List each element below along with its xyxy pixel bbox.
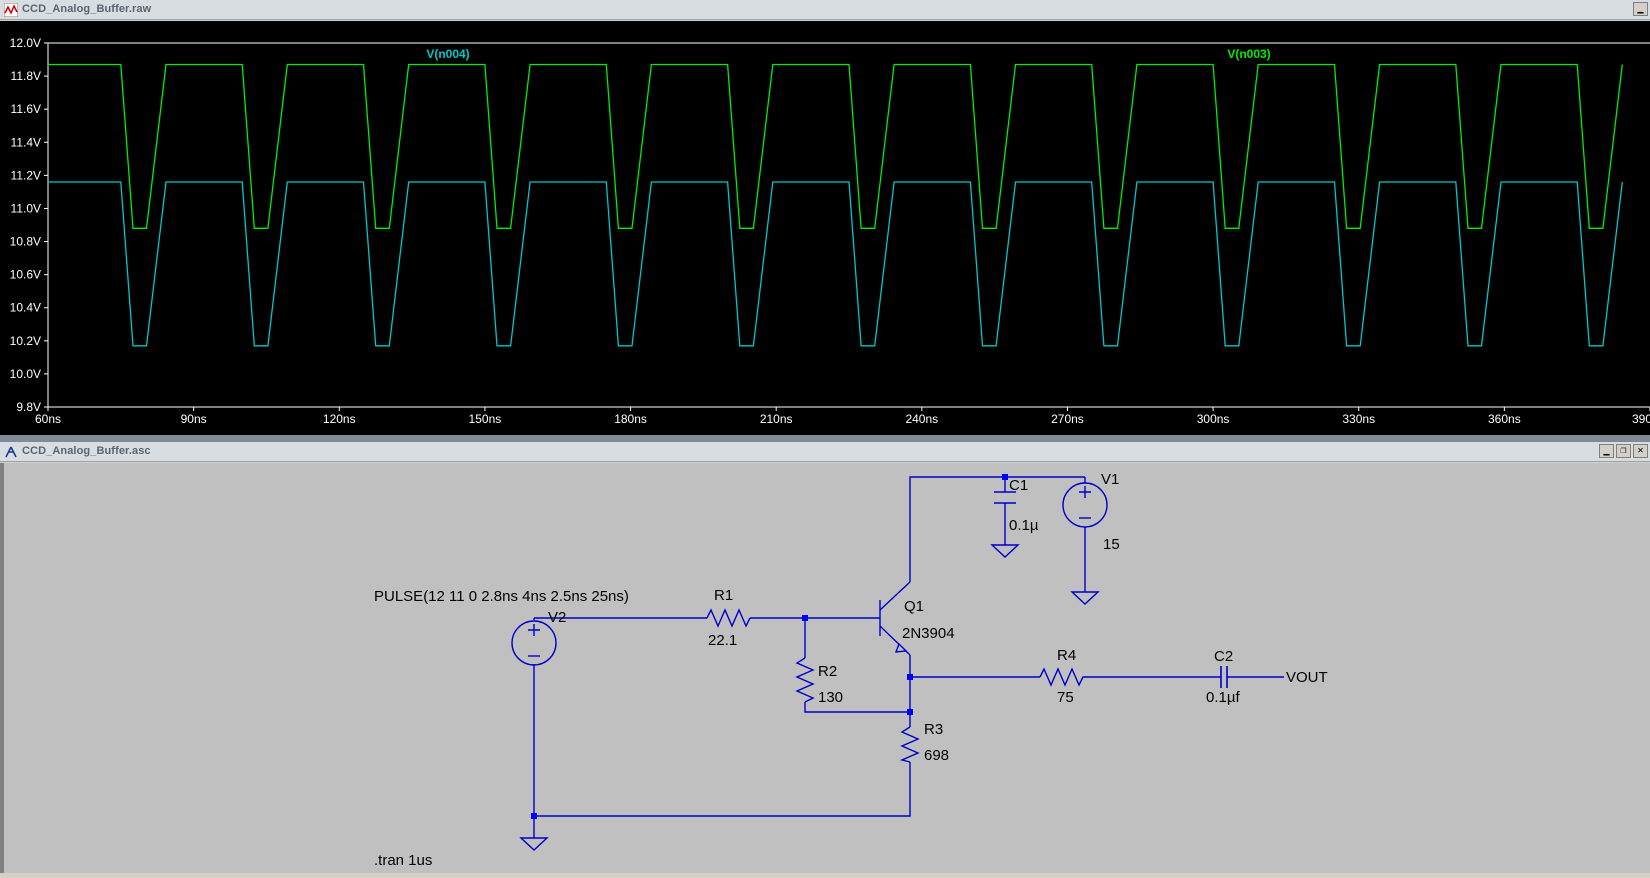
y-tick-label: 12.0V (10, 36, 41, 50)
series-group (48, 63, 1623, 347)
y-tick-label: 9.8V (16, 400, 41, 414)
x-tick-label: 60ns (35, 412, 61, 426)
r4-value-label[interactable]: 75 (1057, 689, 1074, 706)
wire-collector[interactable] (909, 476, 1085, 582)
r1-value-label[interactable]: 22.1 (708, 632, 737, 649)
x-tick-label: 390 (1632, 412, 1650, 426)
waveform-window-titlebar[interactable]: CCD_Analog_Buffer.raw ▁ (0, 0, 1650, 20)
y-tick-label: 10.4V (10, 301, 41, 315)
minimize-restore-icon[interactable]: ▁ (1633, 2, 1648, 16)
r4-resistor-symbol[interactable] (1039, 667, 1090, 687)
y-tick-label: 11.2V (11, 168, 41, 182)
y-tick-label: 10.6V (10, 268, 41, 282)
c1-ref-label[interactable]: C1 (1009, 477, 1028, 494)
waveform-app-icon (4, 3, 18, 17)
q1-transistor-symbol[interactable] (879, 581, 911, 656)
y-tick-label: 11.6V (11, 102, 41, 116)
r2-ref-label[interactable]: R2 (818, 663, 837, 680)
y-tick-label: 10.8V (10, 235, 41, 249)
series-line-v-n003[interactable] (48, 63, 1623, 229)
r4-ref-label[interactable]: R4 (1057, 647, 1076, 664)
v1-value-label[interactable]: 15 (1103, 536, 1120, 553)
x-tick-label: 330ns (1342, 412, 1375, 426)
y-tick-label: 10.0V (10, 367, 41, 381)
x-tick-label: 180ns (614, 412, 647, 426)
r1-ref-label[interactable]: R1 (714, 587, 733, 604)
r3-resistor-symbol[interactable] (899, 726, 920, 763)
legend-v-n003[interactable]: V(n003) (1227, 47, 1270, 61)
schematic-window-title: CCD_Analog_Buffer.asc (22, 445, 151, 457)
wire-r2-bottom[interactable] (804, 702, 910, 713)
schematic-app-icon (5, 446, 17, 458)
waveform-chart[interactable]: 12.0V 11.8V 11.6V 11.4V 11.2V 11.0V 10.8V 10.6V… (0, 21, 1650, 435)
junctions (531, 474, 1008, 819)
ground-icon (990, 544, 1020, 558)
r2-resistor-symbol[interactable] (795, 657, 815, 703)
y-tick-label: 11.4V (11, 135, 41, 149)
r2-value-label[interactable]: 130 (818, 689, 843, 706)
c2-value-label[interactable]: 0.1µf (1206, 689, 1240, 706)
junction-dot (1002, 474, 1008, 480)
x-tick-label: 270ns (1051, 412, 1084, 426)
plot-frame (47, 42, 1650, 408)
schematic-drawing[interactable]: PULSE(12 11 0 2.8ns 4ns 2.5ns 25ns) V2 R… (4, 463, 1650, 873)
v1-ref-label[interactable]: V1 (1101, 471, 1119, 488)
tran-directive[interactable]: .tran 1us (374, 852, 432, 869)
v2-ref-label[interactable]: V2 (548, 609, 566, 626)
x-axis: 60ns 90ns 120ns 150ns 180ns 210ns 240ns 270ns 30… (35, 407, 1650, 426)
vout-net-label[interactable]: VOUT (1286, 669, 1328, 686)
y-tick-label: 10.2V (10, 334, 41, 348)
v2-source-symbol[interactable] (511, 620, 557, 666)
x-tick-label: 90ns (181, 412, 207, 426)
junction-dot (531, 813, 537, 819)
schematic-canvas[interactable]: PULSE(12 11 0 2.8ns 4ns 2.5ns 25ns) V2 R… (0, 463, 1650, 873)
x-tick-label: 300ns (1197, 412, 1230, 426)
r3-ref-label[interactable]: R3 (924, 721, 943, 738)
y-tick-label: 11.0V (11, 201, 41, 215)
q1-value-label[interactable]: 2N3904 (902, 625, 955, 642)
legend-v-n004[interactable]: V(n004) (426, 47, 469, 61)
junction-dot (907, 674, 913, 680)
schematic-window-titlebar[interactable]: CCD_Analog_Buffer.asc ▁ ❐ ✕ (0, 442, 1650, 462)
waveform-window-title: CCD_Analog_Buffer.raw (22, 3, 152, 15)
x-tick-label: 150ns (469, 412, 502, 426)
x-tick-label: 210ns (760, 412, 793, 426)
ground-icon (1070, 591, 1100, 605)
r3-value-label[interactable]: 698 (924, 747, 949, 764)
x-tick-label: 240ns (905, 412, 938, 426)
waveform-plot-pane[interactable]: 12.0V 11.8V 11.6V 11.4V 11.2V 11.0V 10.8V 10.6V… (0, 21, 1650, 435)
r1-resistor-symbol[interactable] (706, 608, 751, 628)
c2-ref-label[interactable]: C2 (1214, 648, 1233, 665)
c1-value-label[interactable]: 0.1µ (1009, 517, 1039, 534)
wire-r3-bottom[interactable] (534, 762, 911, 817)
minimize-icon[interactable]: ▁ (1599, 444, 1614, 458)
x-tick-label: 360ns (1488, 412, 1521, 426)
close-icon[interactable]: ✕ (1633, 444, 1648, 458)
ground-icon (519, 837, 549, 851)
junction-dot (802, 615, 808, 621)
x-tick-label: 120ns (323, 412, 356, 426)
restore-icon[interactable]: ❐ (1616, 444, 1631, 458)
y-axis: 12.0V 11.8V 11.6V 11.4V 11.2V 11.0V 10.8V 10.6V… (10, 36, 48, 414)
v1-source-symbol[interactable] (1062, 482, 1108, 528)
series-line-v-n004[interactable] (48, 181, 1623, 347)
c1-capacitor-symbol[interactable] (994, 491, 1016, 504)
q1-ref-label[interactable]: Q1 (904, 598, 924, 615)
pane-splitter[interactable] (0, 435, 1650, 442)
junction-dot (907, 709, 913, 715)
v2-value-label[interactable]: PULSE(12 11 0 2.8ns 4ns 2.5ns 25ns) (374, 588, 629, 605)
y-tick-label: 11.8V (11, 69, 41, 83)
c2-capacitor-symbol[interactable] (1220, 666, 1228, 688)
